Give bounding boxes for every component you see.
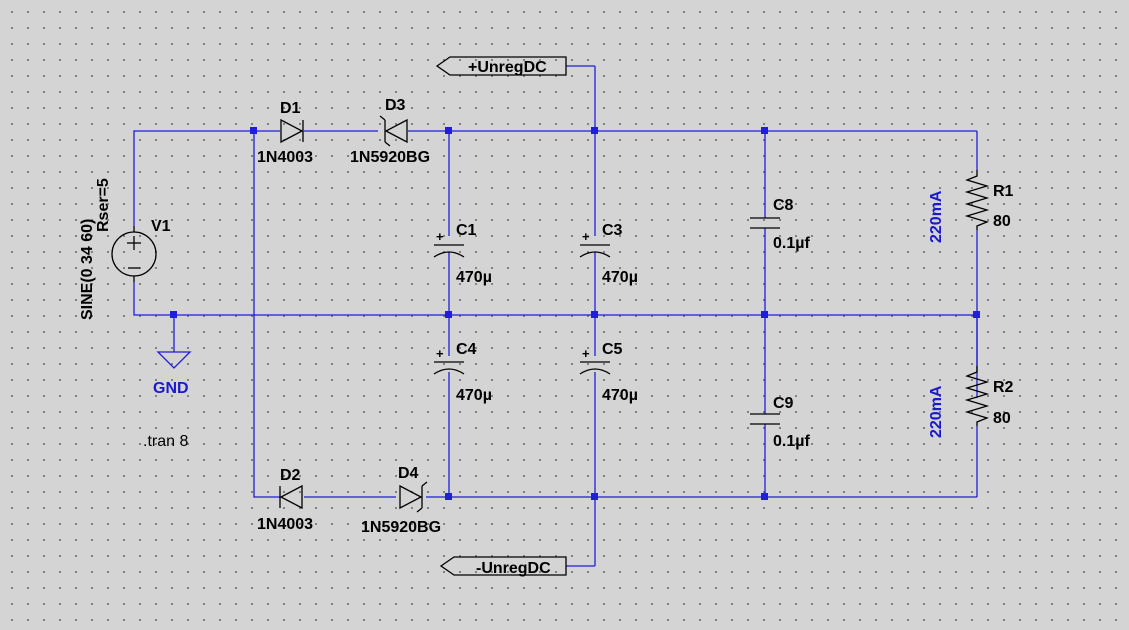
junction	[591, 493, 598, 500]
resistor-icon	[964, 366, 990, 426]
capacitor-name: C5	[602, 341, 623, 358]
capacitor-value: 470µ	[602, 387, 638, 404]
junction	[591, 311, 598, 318]
zener-d4[interactable]: D4 1N5920BG	[361, 465, 441, 536]
zener-icon	[399, 484, 423, 510]
capacitor-name: C9	[773, 395, 794, 412]
junction	[445, 311, 452, 318]
resistor-icon	[964, 170, 990, 230]
zener-d3[interactable]: D3 1N5920BG	[350, 97, 430, 166]
svg-text:+: +	[582, 346, 590, 361]
net-label-text: -UnregDC	[476, 560, 551, 577]
wire-source-to-d1	[133, 130, 280, 226]
capacitor-c1[interactable]: + C1 470µ	[433, 222, 492, 286]
capacitor-c3[interactable]: + C3 470µ	[579, 222, 638, 286]
capacitor-c8[interactable]: C8 0.1µf	[750, 197, 810, 252]
voltage-source-v1[interactable]: V1 SINE(0 34 60) Rser=5	[79, 178, 171, 320]
resistor-name: R2	[993, 379, 1014, 396]
net-label-pos[interactable]: +UnregDC	[435, 56, 567, 76]
capacitor-value: 470µ	[456, 387, 492, 404]
capacitor-name: C8	[773, 197, 794, 214]
svg-text:+: +	[436, 346, 444, 361]
diode-d2[interactable]: D2 1N4003	[257, 467, 313, 533]
svg-text:+: +	[582, 229, 590, 244]
wire-left-to-d2	[253, 131, 280, 498]
diode-model: 1N4003	[257, 516, 313, 533]
zener-icon	[384, 118, 408, 144]
wires	[133, 65, 978, 567]
junction	[445, 127, 452, 134]
source-value: SINE(0 34 60)	[79, 219, 96, 320]
ground-icon	[156, 351, 192, 369]
diode-icon	[280, 118, 304, 144]
wire-ground-rail	[133, 282, 977, 316]
capacitor-value: 0.1µf	[773, 235, 810, 252]
diode-model: 1N5920BG	[361, 519, 441, 536]
diode-model: 1N5920BG	[350, 149, 430, 166]
resistor-current: 220mA	[928, 385, 945, 438]
diode-name: D4	[398, 465, 419, 482]
diode-icon	[279, 484, 303, 510]
net-flag-icon	[439, 556, 567, 576]
junction	[761, 127, 768, 134]
junction	[761, 311, 768, 318]
net-label-text: +UnregDC	[468, 59, 547, 76]
spice-directive[interactable]: .tran 8	[143, 433, 188, 450]
junction	[445, 493, 452, 500]
capacitor-value: 470µ	[456, 269, 492, 286]
svg-text:+: +	[436, 229, 444, 244]
diode-d1[interactable]: D1 1N4003	[257, 100, 313, 166]
capacitor-name: C1	[456, 222, 477, 239]
net-label-neg[interactable]: -UnregDC	[439, 556, 567, 577]
capacitor-name: C3	[602, 222, 623, 239]
junction	[170, 311, 177, 318]
diode-name: D3	[385, 97, 406, 114]
diode-name: D1	[280, 100, 301, 117]
source-name: V1	[151, 218, 171, 235]
resistor-current: 220mA	[928, 190, 945, 243]
capacitor-value: 470µ	[602, 269, 638, 286]
net-flag-icon	[435, 56, 567, 76]
diode-name: D2	[280, 467, 301, 484]
junction	[591, 127, 598, 134]
capacitor-name: C4	[456, 341, 477, 358]
resistor-value: 80	[993, 213, 1011, 230]
ground-symbol[interactable]: GND	[153, 351, 192, 397]
capacitor-c4[interactable]: + C4 470µ	[433, 341, 492, 404]
capacitor-c9[interactable]: C9 0.1µf	[750, 395, 810, 450]
junction	[761, 493, 768, 500]
resistor-value: 80	[993, 410, 1011, 427]
junction	[973, 311, 980, 318]
capacitor-value: 0.1µf	[773, 433, 810, 450]
junction	[250, 127, 257, 134]
resistor-r2[interactable]: R2 80 220mA	[928, 366, 1014, 438]
diode-model: 1N4003	[257, 149, 313, 166]
ground-label: GND	[153, 380, 189, 397]
junctions	[170, 127, 980, 500]
capacitor-c5[interactable]: + C5 470µ	[579, 341, 638, 404]
source-param: Rser=5	[95, 178, 112, 232]
resistor-name: R1	[993, 183, 1014, 200]
resistor-r1[interactable]: R1 80 220mA	[928, 170, 1014, 243]
